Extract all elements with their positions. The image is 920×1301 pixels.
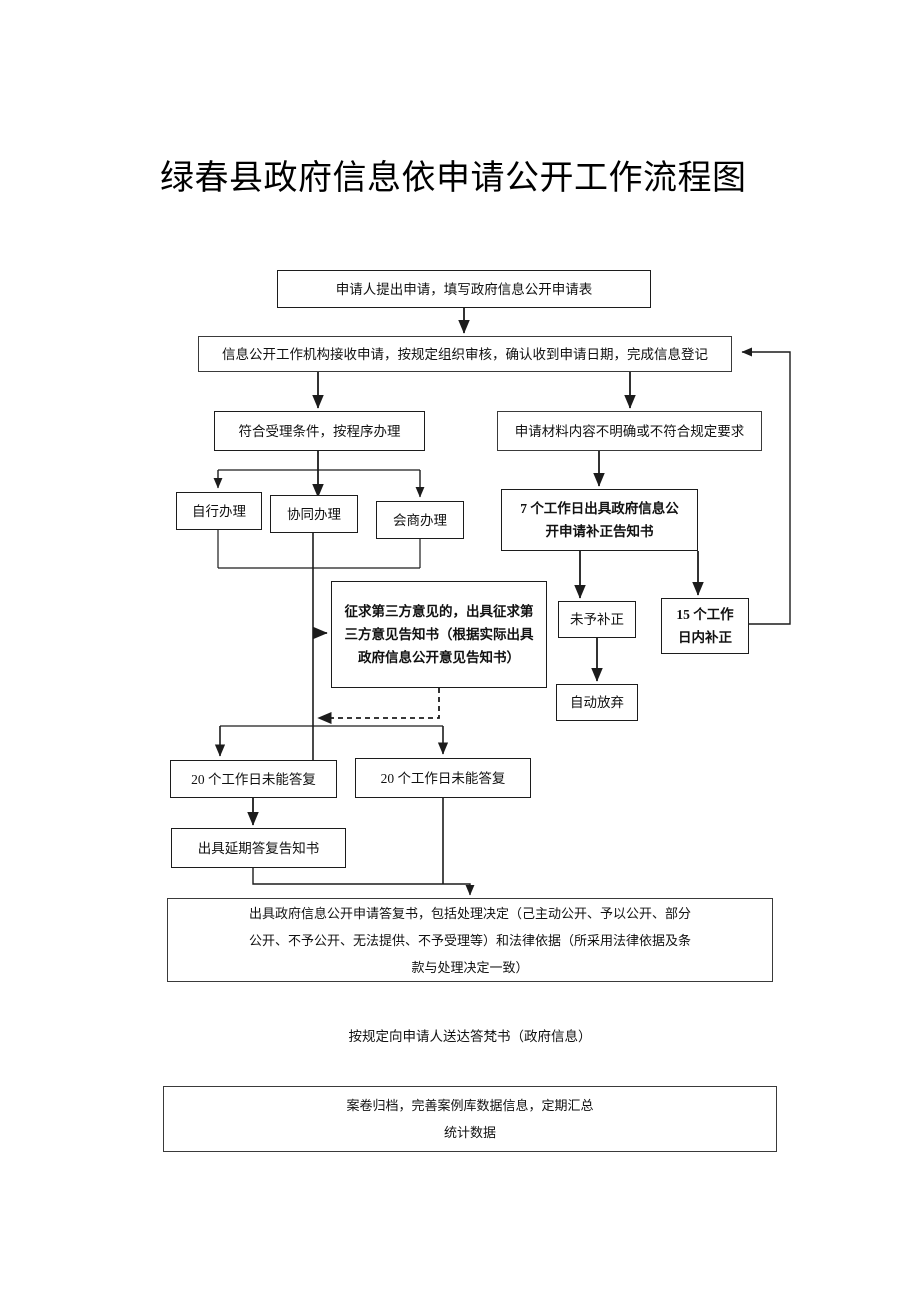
node-correction-notice-7day-label: 7 个工作日出具政府信息公 开申请补正告知书 [520,501,679,539]
node-cooperative-handle-label: 协同办理 [287,506,341,522]
node-unclear-materials[interactable]: 申请材料内容不明确或不符合规定要求 [497,411,762,451]
node-correction-notice-7day[interactable]: 7 个工作日出具政府信息公 开申请补正告知书 [501,489,698,551]
node-reply-document[interactable]: 出具政府信息公开申请答复书，包括处理决定（己主动公开、予以公开、部分 公开、不予… [167,898,773,982]
node-apply-label: 申请人提出申请，填写政府信息公开申请表 [335,281,593,297]
node-archive-label: 案卷归档，完善案例库数据信息，定期汇总 统计数据 [346,1098,594,1140]
node-receive[interactable]: 信息公开工作机构接收申请，按规定组织审核，确认收到申请日期，完成信息登记 [198,336,732,372]
node-archive[interactable]: 案卷归档，完善案例库数据信息，定期汇总 统计数据 [163,1086,777,1152]
node-apply[interactable]: 申请人提出申请，填写政府信息公开申请表 [277,270,651,308]
node-consultation-handle[interactable]: 会商办理 [376,501,464,539]
node-no-correction[interactable]: 未予补正 [558,601,636,638]
node-over-20-days-left-label: 20 个工作日未能答复 [191,771,316,787]
node-accept-conditions[interactable]: 符合受理条件，按程序办理 [214,411,425,451]
node-third-party-opinion-label: 征求第三方意见的，出具征求第 三方意见告知书（根据实际出具 政府信息公开意见告知… [344,604,534,665]
node-consultation-handle-label: 会商办理 [393,512,447,528]
node-no-correction-label: 未予补正 [570,612,624,627]
node-correction-15day-label: 15 个工作 日内补正 [676,607,734,645]
node-auto-giveup[interactable]: 自动放弃 [556,684,638,721]
node-third-party-opinion[interactable]: 征求第三方意见的，出具征求第 三方意见告知书（根据实际出具 政府信息公开意见告知… [331,581,547,688]
edge-dashed-third-party-return [317,688,440,725]
node-correction-15day[interactable]: 15 个工作 日内补正 [661,598,749,654]
node-auto-giveup-label: 自动放弃 [570,695,624,710]
node-unclear-label: 申请材料内容不明确或不符合规定要求 [514,423,745,439]
node-over-20-days-right[interactable]: 20 个工作日未能答复 [355,758,531,798]
node-over-20-days-right-label: 20 个工作日未能答复 [380,770,506,786]
node-serve-applicant: 按规定向申请人送达答梵书（政府信息） [348,1029,592,1044]
node-accept-label: 符合受理条件，按程序办理 [238,423,401,439]
edge-correct15-return-to-receive [741,347,791,625]
node-reply-document-label: 出具政府信息公开申请答复书，包括处理决定（己主动公开、予以公开、部分 公开、不予… [248,905,691,975]
node-cooperative-handle[interactable]: 协同办理 [270,495,358,533]
node-self-handle-label: 自行办理 [192,503,246,519]
node-delay-reply-notice-label: 出具延期答复告知书 [197,840,320,856]
page-title: 绿春县政府信息依申请公开工作流程图 [160,159,747,197]
node-receive-label: 信息公开工作机构接收申请，按规定组织审核，确认收到申请日期，完成信息登记 [222,346,708,362]
node-delay-reply-notice[interactable]: 出具延期答复告知书 [171,828,346,868]
edge-delay-to-reply [252,868,475,896]
node-self-handle[interactable]: 自行办理 [176,492,262,530]
node-over-20-days-left[interactable]: 20 个工作日未能答复 [170,760,337,798]
